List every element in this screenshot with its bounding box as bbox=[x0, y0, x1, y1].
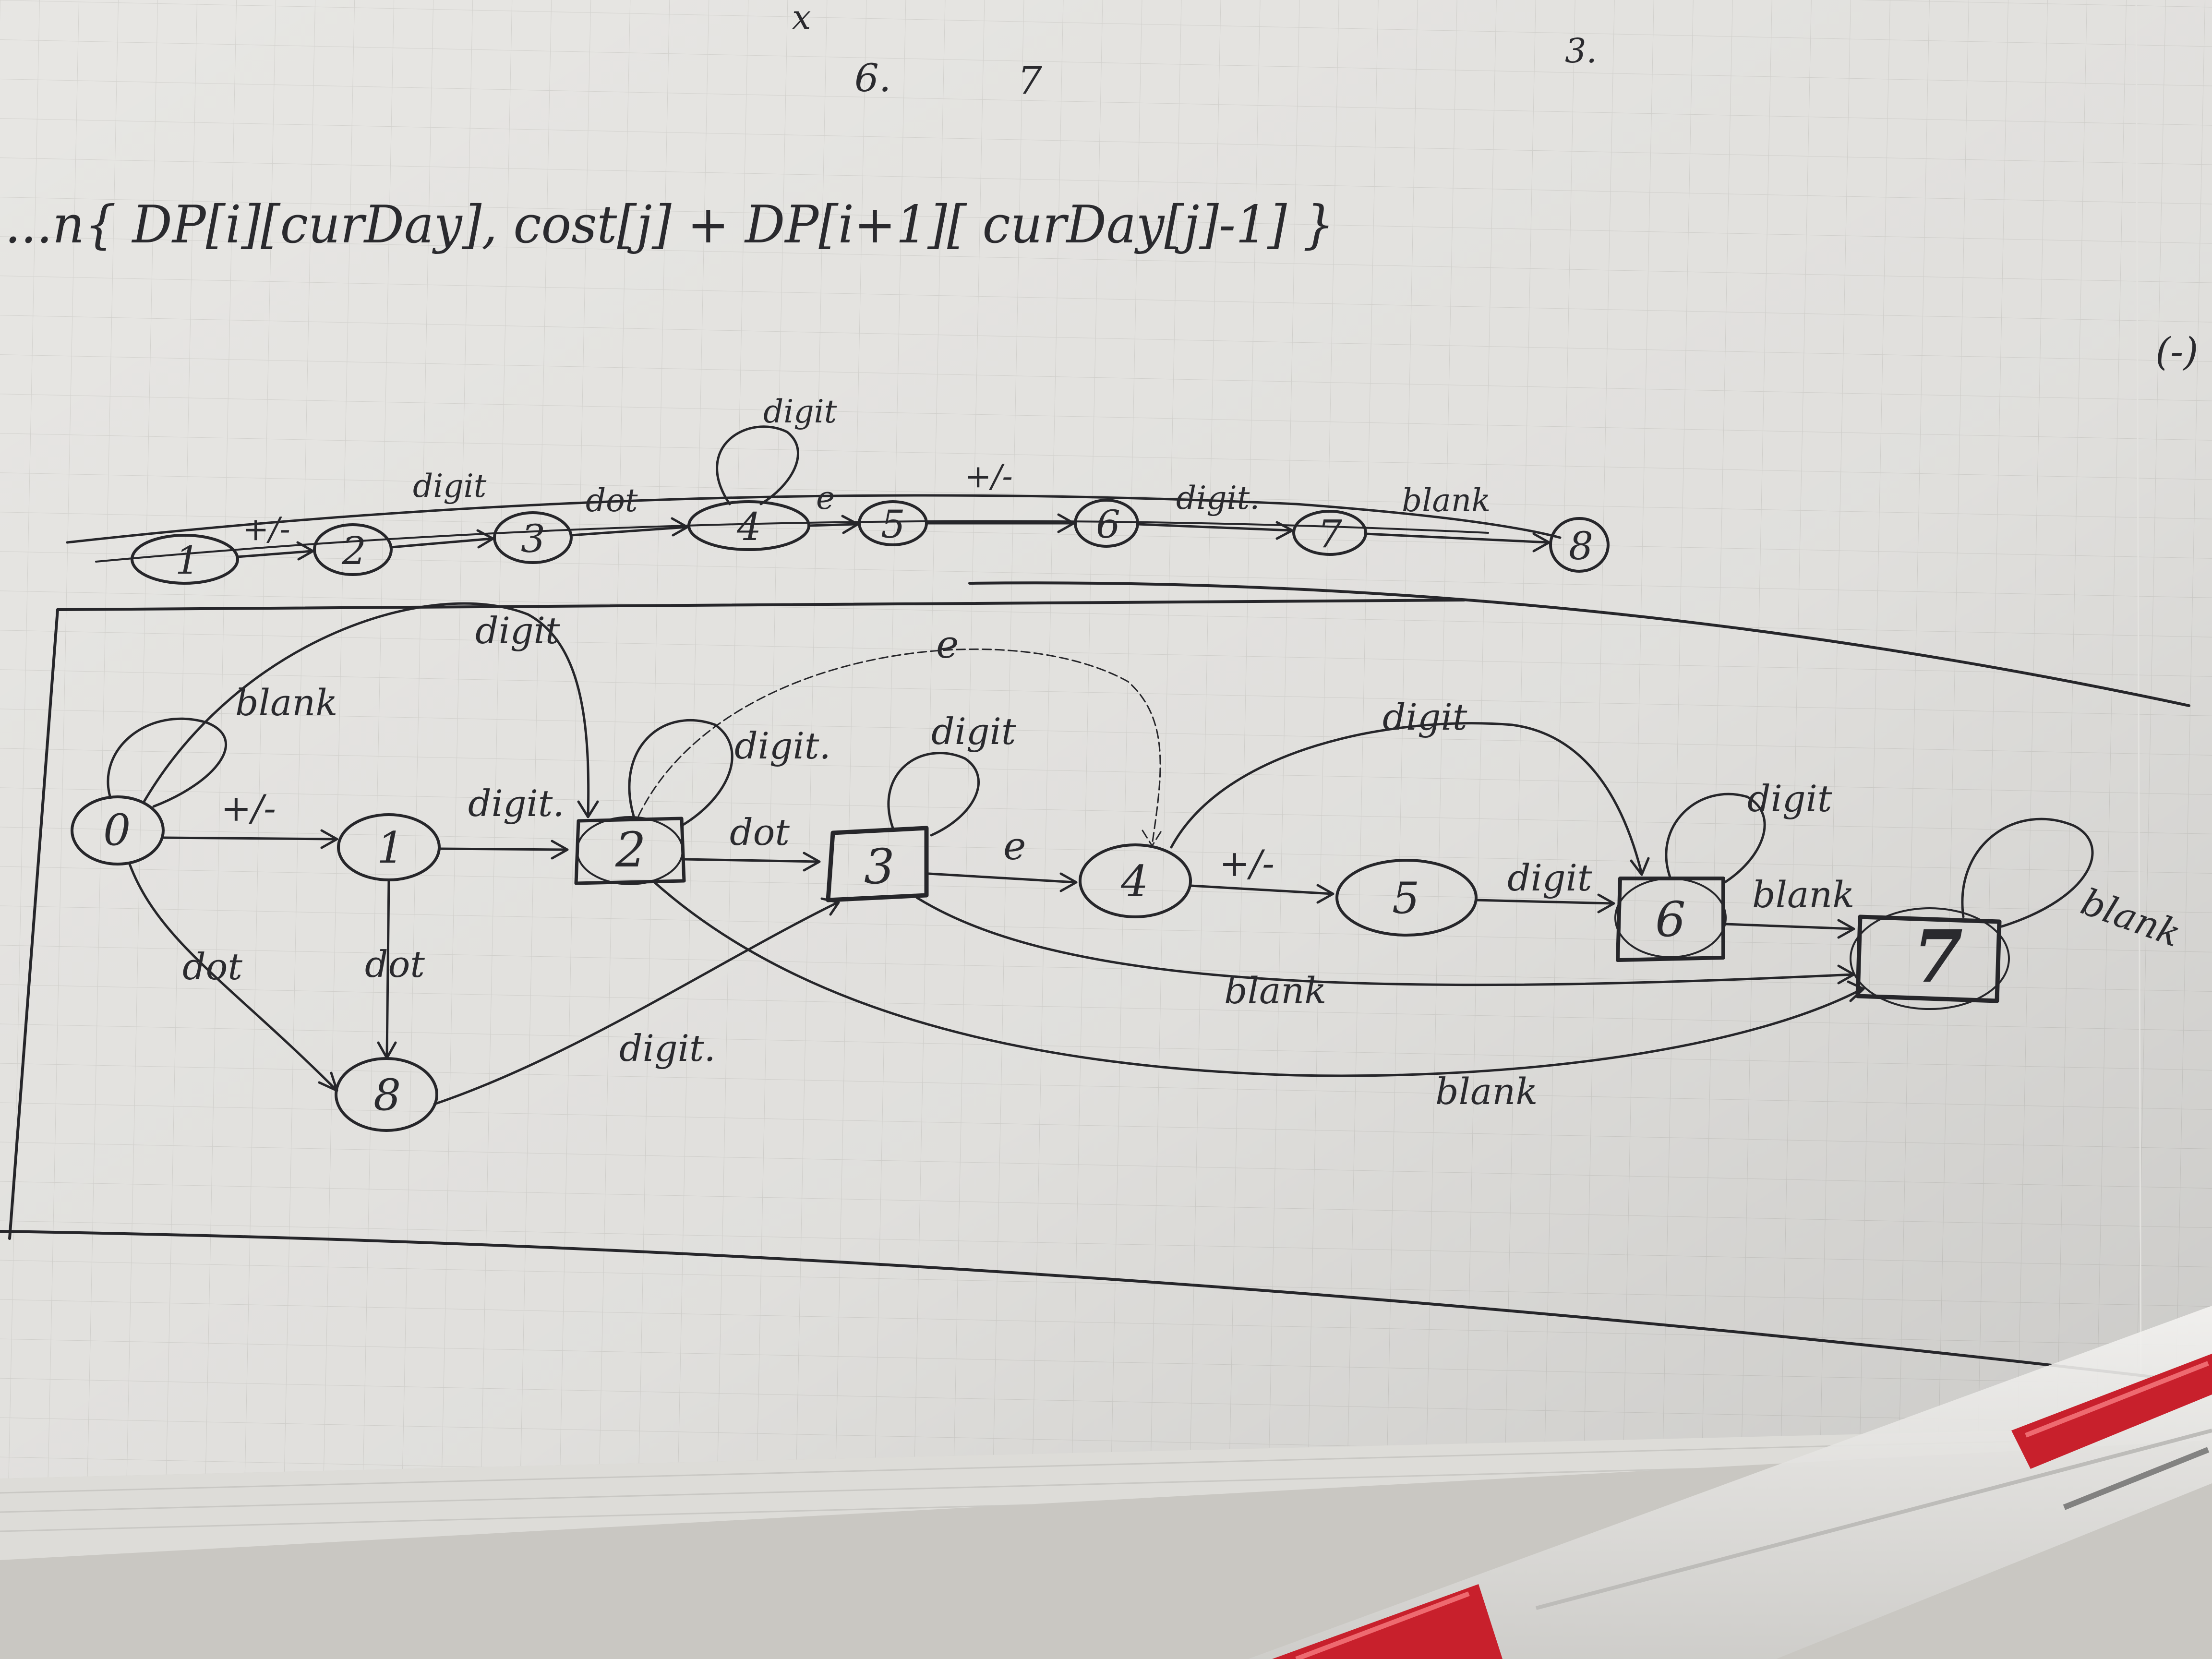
top-state-1-label: 1 bbox=[175, 538, 200, 583]
top-label-4-5: e bbox=[816, 480, 835, 517]
label-3-4: e bbox=[1003, 824, 1026, 868]
top-state-3 bbox=[493, 511, 573, 564]
edge-0-2 bbox=[143, 602, 599, 818]
label-1-2: digit. bbox=[468, 782, 565, 825]
edge-2-7 bbox=[651, 879, 1865, 1077]
edge-0-1 bbox=[162, 829, 338, 849]
label-2-7: blank bbox=[1435, 1070, 1538, 1113]
header-mark-6: 6. bbox=[854, 56, 891, 100]
edge-1-8 bbox=[377, 878, 397, 1059]
edge-5-6 bbox=[1475, 893, 1615, 914]
main-automaton: 0 1 2 3 4 5 6 7 8 blank +/- digit dot di… bbox=[71, 602, 2187, 1132]
edge-7-7 bbox=[1961, 817, 2094, 928]
label-0-1: +/- bbox=[221, 787, 276, 830]
main-automaton-frame bbox=[0, 581, 2190, 1379]
state-6-label: 6 bbox=[1655, 891, 1686, 948]
edge-8-3 bbox=[433, 897, 840, 1106]
label-2-2: digit. bbox=[734, 724, 831, 767]
edge-2-4 bbox=[637, 648, 1163, 847]
edge-6-6 bbox=[1665, 793, 1766, 885]
red-pen bbox=[1248, 1306, 2212, 1659]
header-mark-3: 3. bbox=[1565, 31, 1597, 71]
label-0-8: dot bbox=[182, 945, 242, 988]
top-state-2 bbox=[313, 523, 393, 576]
state-0 bbox=[71, 795, 165, 866]
top-state-3-label: 3 bbox=[521, 517, 545, 561]
state-5-label: 5 bbox=[1392, 873, 1419, 924]
top-label-6-7: digit. bbox=[1176, 480, 1260, 517]
top-state-1 bbox=[131, 534, 239, 585]
state-1-label: 1 bbox=[377, 823, 404, 873]
label-6-6: digit bbox=[1747, 777, 1832, 820]
top-state-6-label: 6 bbox=[1096, 502, 1120, 547]
edge-4-5 bbox=[1189, 884, 1334, 904]
edge-2-2 bbox=[628, 719, 733, 827]
top-state-7-label: 7 bbox=[1318, 512, 1342, 556]
formula-line: ...n{ DP[i][curDay], cost[j] + DP[i+1][ … bbox=[5, 195, 1334, 255]
edge-1-2 bbox=[438, 840, 569, 860]
top-self-loop-4 bbox=[716, 425, 799, 505]
top-label-1-2: +/- bbox=[242, 511, 290, 548]
top-label-3-4: dot bbox=[586, 482, 638, 519]
top-label-4-4: digit bbox=[763, 393, 837, 430]
margin-mark: (-) bbox=[2155, 329, 2198, 374]
label-3-3: digit bbox=[931, 710, 1016, 753]
header-mark-x: x bbox=[792, 0, 811, 37]
edge-3-4 bbox=[927, 872, 1078, 892]
top-state-5-label: 5 bbox=[881, 502, 905, 547]
label-4-5: +/- bbox=[1219, 842, 1274, 885]
state-4-label: 4 bbox=[1120, 856, 1148, 907]
top-label-7-8: blank bbox=[1402, 482, 1491, 519]
state-4 bbox=[1079, 843, 1192, 918]
edge-0-8 bbox=[128, 863, 338, 1092]
state-3 bbox=[826, 826, 929, 902]
state-2-label: 2 bbox=[615, 822, 646, 878]
header-marks: x 6. 7 3. bbox=[792, 0, 1597, 103]
label-2-4: e bbox=[936, 622, 959, 667]
edge-3-3 bbox=[887, 752, 980, 837]
label-8-3: digit. bbox=[619, 1027, 716, 1070]
edge-2-3 bbox=[683, 852, 821, 872]
label-0-2: digit bbox=[475, 609, 560, 652]
state-8-label: 8 bbox=[373, 1070, 401, 1120]
edge-3-7 bbox=[915, 896, 1855, 986]
state-0-label: 0 bbox=[103, 805, 131, 855]
state-7 bbox=[1855, 914, 2002, 1003]
top-label-5-6: +/- bbox=[965, 458, 1013, 495]
state-3-label: 3 bbox=[864, 839, 895, 895]
label-0-0: blank bbox=[235, 681, 337, 724]
top-state-8-label: 8 bbox=[1569, 524, 1593, 568]
label-6-7: blank bbox=[1752, 873, 1854, 916]
top-automaton: 1 2 3 4 5 6 7 8 +/- digit dot digit e +/… bbox=[66, 393, 1610, 585]
label-2-3: dot bbox=[730, 811, 790, 854]
top-label-2-3: digit bbox=[413, 468, 487, 505]
label-3-7: blank bbox=[1224, 969, 1326, 1012]
label-5-6: digit bbox=[1507, 856, 1592, 899]
top-state-8 bbox=[1549, 517, 1610, 573]
state-7-label: 7 bbox=[1913, 914, 1963, 999]
edge-4-6 bbox=[1170, 722, 1650, 876]
top-state-2-label: 2 bbox=[341, 529, 366, 573]
state-5 bbox=[1335, 859, 1478, 937]
top-state-4-label: 4 bbox=[736, 505, 761, 549]
header-mark-7: 7 bbox=[1018, 58, 1042, 103]
label-4-6: digit bbox=[1382, 696, 1467, 738]
edge-6-7 bbox=[1724, 919, 1855, 939]
label-1-8: dot bbox=[365, 943, 425, 986]
